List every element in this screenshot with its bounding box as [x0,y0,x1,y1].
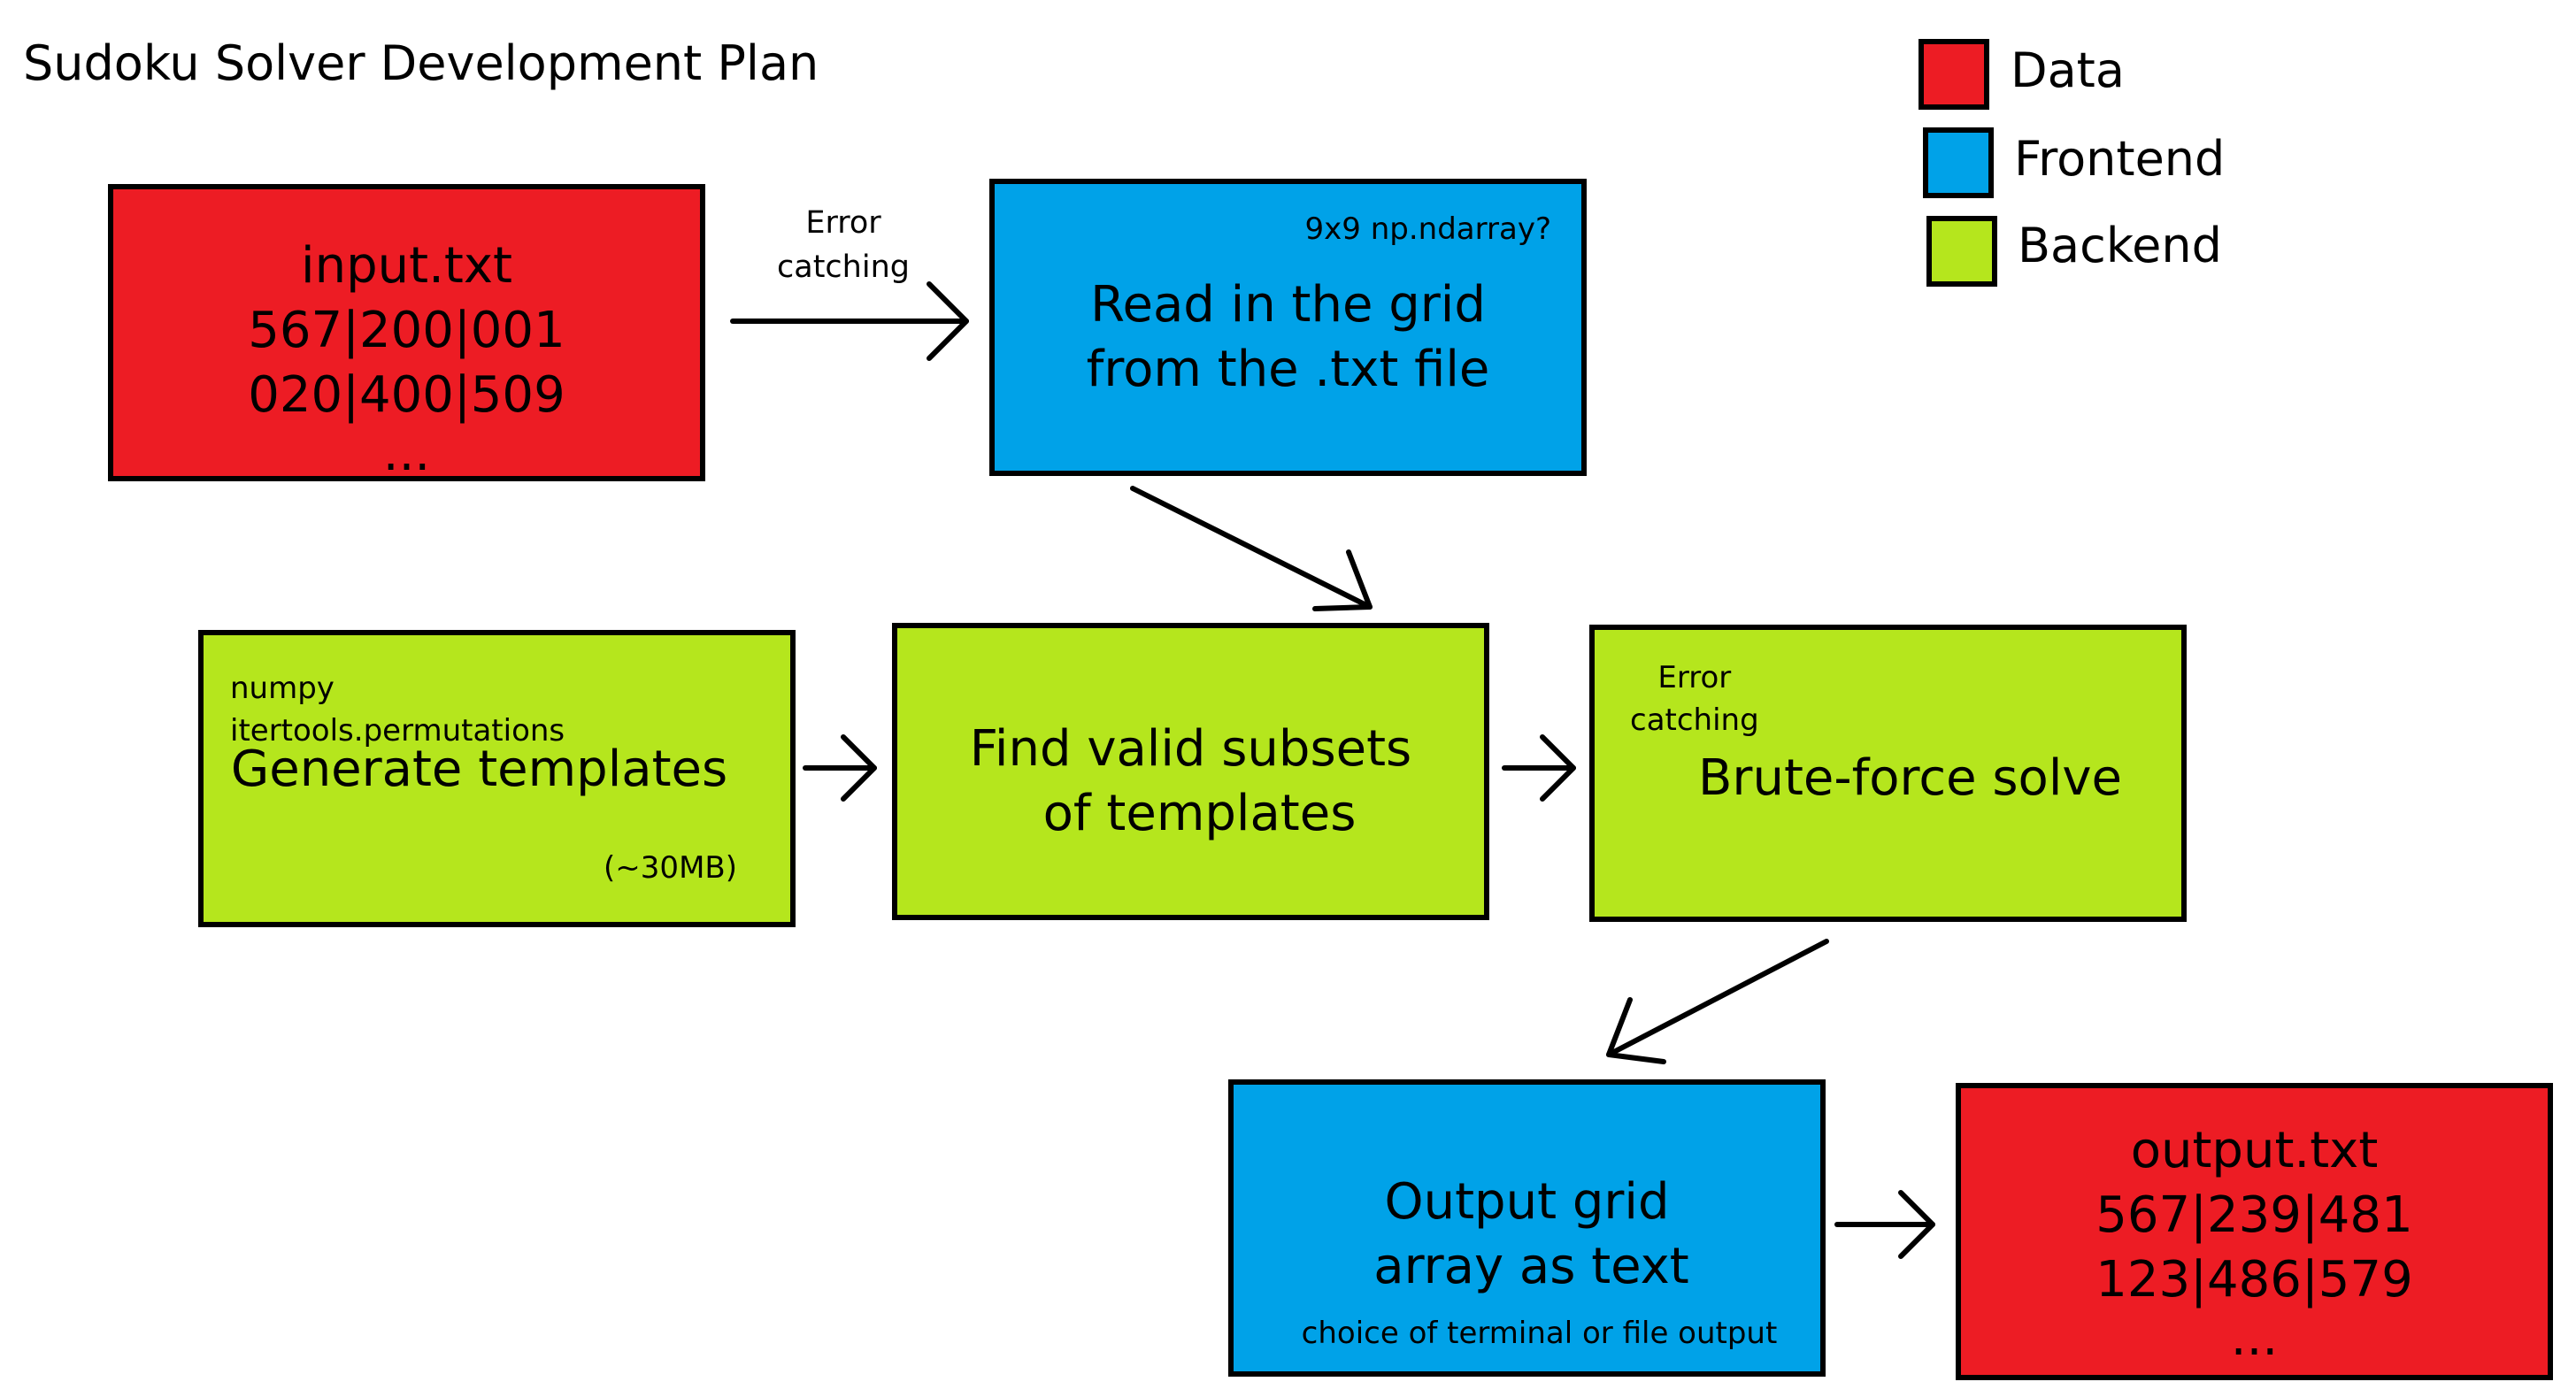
edge-input-read-label: Error catching [777,202,910,289]
legend-swatch-frontend [1923,127,1994,198]
node-output-file: output.txt 567|239|481 123|486|579 ... [1956,1083,2553,1380]
edge-input-read-label-line-2: catching [777,249,910,285]
node-generate-note-line-2: itertools.permutations [230,713,565,748]
node-input-line-1: input.txt [301,237,512,295]
node-generate-note-bottom: (~30MB) [604,850,737,886]
node-read-grid-line-1: Read in the grid [1090,276,1486,334]
legend-label-frontend: Frontend [2014,131,2226,187]
node-output-grid-line-2: array as text [1373,1238,1689,1295]
page-title: Sudoku Solver Development Plan [23,35,819,91]
arrow-brute-force-to-output-grid [1606,939,1829,1064]
node-read-grid-line-2: from the .txt file [1086,341,1490,398]
node-brute-force-solve: Error catching Brute-force solve [1589,625,2187,922]
node-output-line-4: ... [2230,1309,2279,1367]
node-output-line-3: 123|486|579 [2095,1251,2413,1309]
node-output-line-2: 567|239|481 [2095,1186,2413,1244]
edge-input-read-label-line-1: Error [805,205,881,241]
arrow-read-grid-to-find-subsets [1130,486,1373,611]
node-input-line-4: ... [382,425,431,482]
node-output-grid-note: choice of terminal or file output [1301,1316,1778,1351]
legend-swatch-data [1919,39,1989,110]
node-output-grid-line-1: Output grid [1384,1173,1670,1231]
legend-swatch-backend [1926,216,1997,287]
node-read-grid: 9x9 np.ndarray? Read in the grid from th… [989,179,1587,476]
node-find-subsets-line-1: Find valid subsets [969,720,1412,778]
node-find-subsets-line-2: of templates [1042,785,1357,842]
node-input-line-2: 567|200|001 [248,302,565,359]
arrow-output-grid-to-output-file [1834,1190,1935,1259]
node-input-file: input.txt 567|200|001 020|400|509 ... [108,184,705,481]
node-generate-note-top: numpy itertools.permutations [230,667,565,752]
arrow-find-subsets-to-brute-force [1502,734,1576,802]
node-generate-templates: numpy itertools.permutations Generate te… [198,630,796,927]
node-output-grid: Output grid array as text choice of term… [1228,1079,1826,1377]
node-brute-force-note: Error catching [1630,656,1759,741]
arrow-input-to-read-grid [730,281,969,361]
node-brute-force-note-line-2: catching [1630,702,1759,738]
legend-label-backend: Backend [2018,218,2222,273]
node-generate-label: Generate templates [230,741,728,798]
node-read-grid-note: 9x9 np.ndarray? [1304,211,1551,247]
node-input-line-3: 020|400|509 [248,366,565,424]
legend-label-data: Data [2011,42,2125,98]
node-brute-force-note-line-1: Error [1657,660,1732,695]
node-generate-note-line-1: numpy [230,671,334,706]
node-output-line-1: output.txt [2130,1122,2379,1179]
node-find-valid-subsets: Find valid subsets of templates [892,623,1489,920]
arrow-generate-to-find-subsets [803,734,877,802]
node-brute-force-label: Brute-force solve [1698,749,2122,807]
